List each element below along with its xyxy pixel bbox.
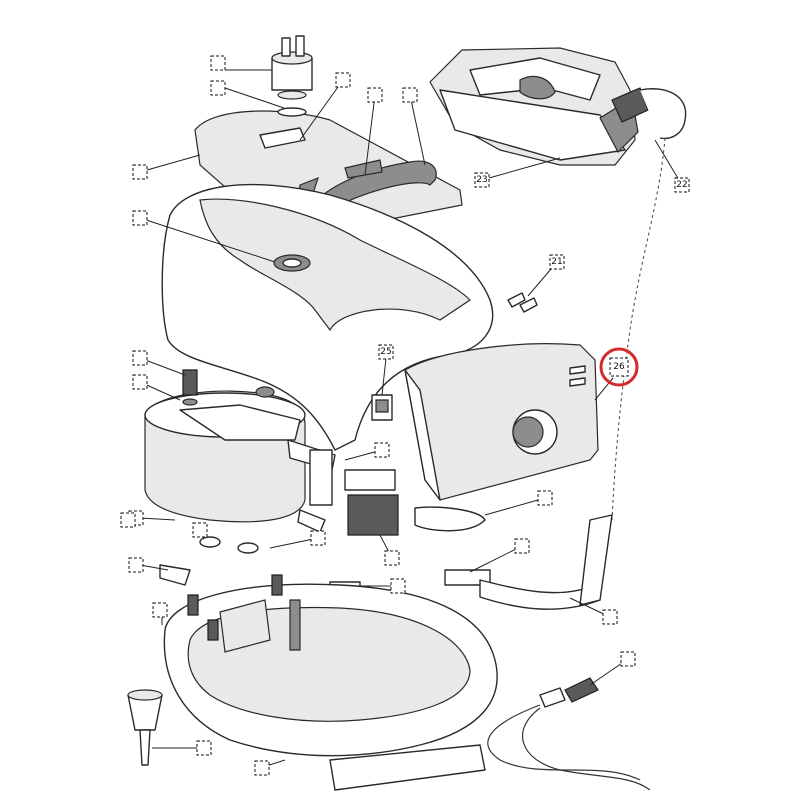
highlight-ring xyxy=(599,347,639,387)
pressure-cap xyxy=(271,35,313,117)
callout-c21: 21 xyxy=(549,254,565,270)
callout-c4 xyxy=(367,87,383,103)
callout-c1 xyxy=(210,55,226,71)
steam-iron xyxy=(429,47,687,166)
control-panel xyxy=(404,343,599,501)
callout-c29 xyxy=(620,651,636,667)
callout-c24 xyxy=(537,490,553,506)
callout-c28 xyxy=(602,609,618,625)
callout-box xyxy=(514,538,530,554)
callout-c2 xyxy=(210,80,226,96)
callout-box xyxy=(132,374,148,390)
callout-label: 22 xyxy=(676,180,687,190)
callout-label: 25 xyxy=(380,347,391,357)
hose-assembly xyxy=(414,506,613,610)
callout-box xyxy=(378,344,394,360)
callout-layer: 21 22 23 25 26 xyxy=(120,55,690,776)
callout-c14 xyxy=(384,550,400,566)
callout-label: 23 xyxy=(476,175,487,185)
callout-box xyxy=(128,557,144,573)
callout-box xyxy=(384,550,400,566)
callout-box xyxy=(210,55,226,71)
callout-c19 xyxy=(192,522,208,538)
boiler xyxy=(144,369,306,523)
connectors xyxy=(507,292,538,313)
callout-box xyxy=(549,254,565,270)
main-housing xyxy=(161,183,494,451)
funnel xyxy=(127,689,163,766)
callout-c12 xyxy=(310,530,326,546)
callout-box xyxy=(335,72,351,88)
callout-box xyxy=(674,177,690,193)
callout-box xyxy=(120,512,136,528)
callout-box xyxy=(196,740,212,756)
callout-c27 xyxy=(514,538,530,554)
callout-c11 xyxy=(128,557,144,573)
callout-label: 26 xyxy=(613,362,625,372)
base-tray xyxy=(163,574,498,791)
callout-label: 21 xyxy=(551,257,562,267)
callout-box xyxy=(474,172,490,188)
callout-box xyxy=(620,651,636,667)
callout-c17 xyxy=(196,740,212,756)
callout-c3 xyxy=(335,72,351,88)
callout-c22: 22 xyxy=(674,177,690,193)
callout-box xyxy=(192,522,208,538)
callout-box xyxy=(402,87,418,103)
callout-box xyxy=(310,530,326,546)
callout-box xyxy=(132,350,148,366)
callout-box xyxy=(374,442,390,458)
callout-box xyxy=(152,602,168,618)
callout-c15 xyxy=(390,578,406,594)
switch-component xyxy=(371,394,393,421)
callout-c8 xyxy=(132,350,148,366)
callout-c9 xyxy=(132,374,148,390)
callout-box xyxy=(390,578,406,594)
callout-c13 xyxy=(374,442,390,458)
callout-c6 xyxy=(132,164,148,180)
callout-c26: 26 xyxy=(609,357,629,377)
callout-c7 xyxy=(132,210,148,226)
callout-c25: 25 xyxy=(378,344,394,360)
callout-c5 xyxy=(402,87,418,103)
callout-box xyxy=(602,609,618,625)
iron-hose-line xyxy=(611,137,666,521)
callout-box xyxy=(609,357,629,377)
thermostats xyxy=(159,536,361,593)
callout-box xyxy=(367,87,383,103)
callout-c20 xyxy=(120,512,136,528)
callout-box xyxy=(210,80,226,96)
valve-assembly xyxy=(287,439,399,536)
callout-box xyxy=(254,760,270,776)
callout-box xyxy=(132,164,148,180)
callout-c16 xyxy=(152,602,168,618)
callout-box xyxy=(132,210,148,226)
callout-c23: 23 xyxy=(474,172,490,188)
callout-box xyxy=(537,490,553,506)
callout-c18 xyxy=(254,760,270,776)
power-cord xyxy=(487,677,651,791)
